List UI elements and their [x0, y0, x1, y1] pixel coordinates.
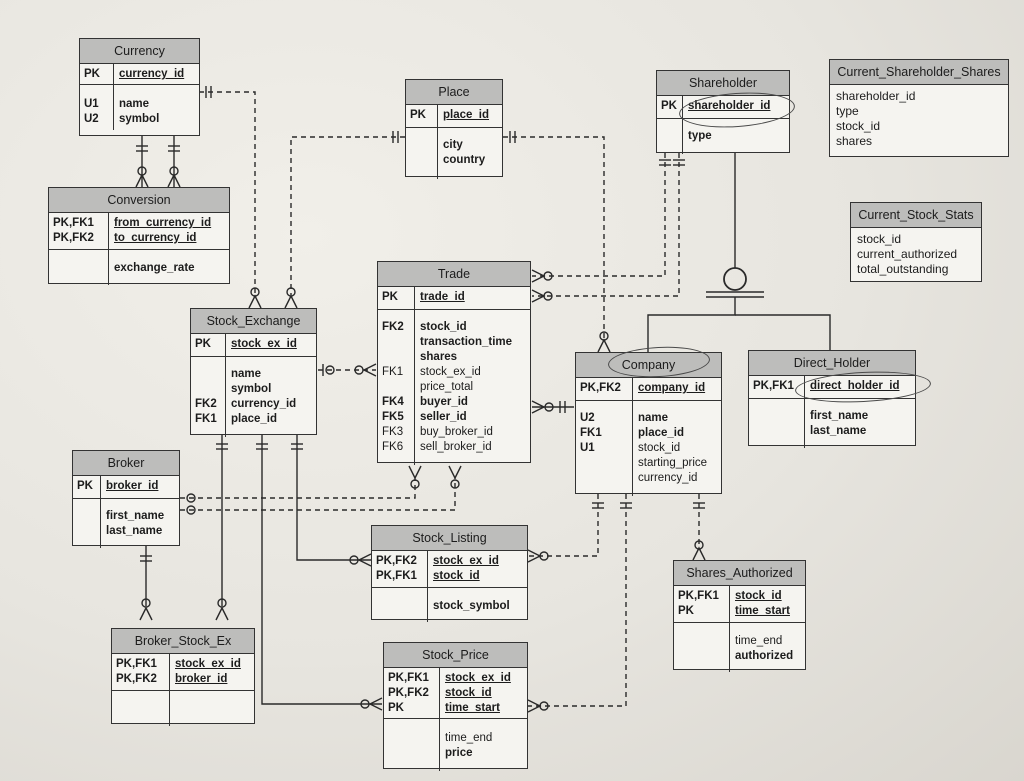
rel-place-company [503, 136, 605, 340]
entity-title: Stock_Exchange [191, 309, 316, 334]
rel-shareholder-trade-seller [532, 153, 680, 297]
entity-title: Stock_Price [384, 643, 527, 668]
entity-title: Shareholder [657, 71, 789, 96]
entity-stock-listing[interactable]: Stock_Listing PK,FK2 PK,FK1 stock_ex_id … [371, 525, 528, 622]
entity-broker[interactable]: Broker PK broker_id first_name last_name [72, 450, 180, 548]
entity-direct-holder[interactable]: Direct_Holder PK,FK1 direct_holder_id fi… [748, 350, 916, 448]
entity-company[interactable]: Company PK,FK2 U2 FK1 U1 company_id name… [575, 352, 722, 496]
entity-title: Stock_Listing [372, 526, 527, 551]
entity-stock-price[interactable]: Stock_Price PK,FK1 PK,FK2 PK stock_ex_id… [383, 642, 528, 771]
entity-title: Shares_Authorized [674, 561, 805, 586]
rel-company-stock-price [528, 494, 627, 707]
entity-broker-stock-ex[interactable]: Broker_Stock_Ex PK,FK1 PK,FK2 stock_ex_i… [111, 628, 255, 726]
view-title: Current_Stock_Stats [851, 203, 981, 228]
view-title: Current_Shareholder_Shares [830, 60, 1008, 85]
currency-id-column: currency_id [119, 68, 185, 80]
entity-title: Company [576, 353, 721, 378]
rel-stock-exchange-stock-price [261, 435, 382, 705]
entity-stock-exchange[interactable]: Stock_Exchange PK FK2 FK1 stock_ex_id na… [190, 308, 317, 437]
entity-trade[interactable]: Trade PK FK2 FK1 FK4 FK5 FK3 FK6 trade_i… [377, 261, 531, 465]
entity-shareholder[interactable]: Shareholder PK shareholder_id type [656, 70, 790, 154]
entity-title: Broker [73, 451, 179, 476]
rel-currency-stock-exchange [199, 91, 256, 295]
rel-company-stock-listing [528, 494, 599, 557]
rel-place-stock-exchange [290, 136, 405, 295]
rel-shareholder-trade-buyer [532, 153, 666, 277]
entity-title: Direct_Holder [749, 351, 915, 376]
entity-title: Currency [80, 39, 199, 64]
view-current-shareholder-shares[interactable]: Current_Shareholder_Shares shareholder_i… [829, 59, 1009, 157]
entity-title: Place [406, 80, 502, 105]
rel-broker-trade-buy [180, 478, 416, 499]
entity-title: Conversion [49, 188, 229, 213]
rel-broker-trade-sell [180, 478, 456, 511]
entity-title: Broker_Stock_Ex [112, 629, 254, 654]
rel-stock-exchange-stock-listing [296, 435, 371, 561]
entity-shares-authorized[interactable]: Shares_Authorized PK,FK1 PK stock_id tim… [673, 560, 806, 672]
view-current-stock-stats[interactable]: Current_Stock_Stats stock_id current_aut… [850, 202, 982, 282]
entity-conversion[interactable]: Conversion PK,FK1 PK,FK2 from_currency_i… [48, 187, 230, 285]
entity-title: Trade [378, 262, 530, 287]
entity-currency[interactable]: Currency PK U1 U2 currency_id name symbo… [79, 38, 200, 136]
entity-place[interactable]: Place PK place_id city country [405, 79, 503, 179]
